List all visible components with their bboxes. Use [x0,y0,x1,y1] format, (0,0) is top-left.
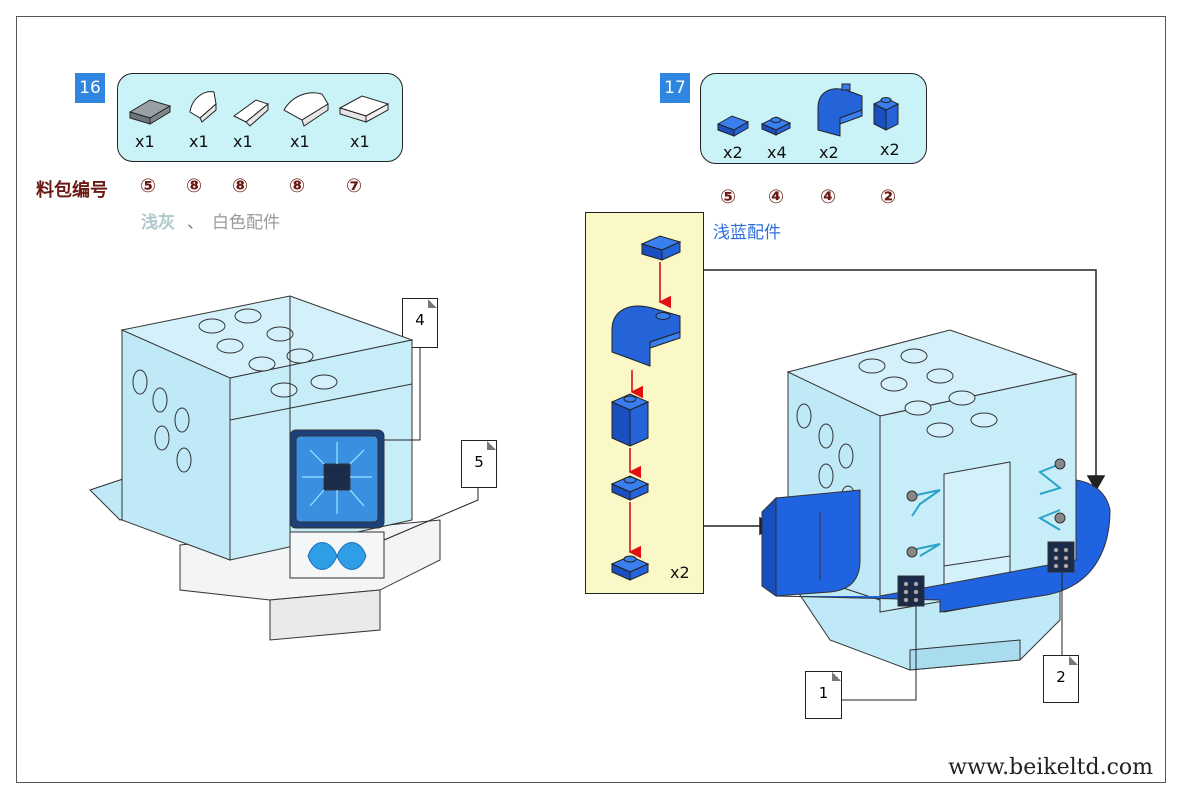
part-icon-blue-curved-brick [817,83,863,137]
part-icon-blue-brick-1x1 [872,97,900,131]
step-17-part-4-pack: ② [880,186,897,208]
callout-5: 5 [461,440,497,488]
step-16-part-3-qty: x1 [233,132,253,151]
step-16-part-4-qty: x1 [290,132,310,151]
part-icon-white-curved-slope [283,92,329,127]
step-17-part-2-qty: x4 [767,143,787,162]
callout-2: 2 [1043,655,1079,703]
part-icon-white-wedge [233,99,270,127]
page-frame [16,16,1166,783]
step-16-color-note-grey: 浅灰 [141,213,175,233]
step-17-robot-model [761,329,1111,701]
part-icon-grey-tile [128,99,172,125]
step-16-part-1-pack: ⑤ [140,175,157,197]
step-16-part-5-pack: ⑦ [346,175,363,197]
part-icon-white-curved-slope-small [189,91,217,123]
step-16-robot-model [89,295,479,641]
step-16-color-note-white: 白色配件 [212,213,280,233]
step-17-part-4-qty: x2 [880,140,900,159]
website-url: www.beikeltd.com [948,755,1153,780]
step-17-part-3-qty: x2 [819,143,839,162]
step-17-part-2-pack: ④ [768,186,785,208]
sub-assembly-illustration [610,235,682,581]
step-17-part-1-pack: ⑤ [720,186,737,208]
step-16-part-5-qty: x1 [350,132,370,151]
callout-1: 1 [805,671,842,719]
part-icon-blue-round-plate [760,116,792,136]
part-icon-blue-plate-1x2 [716,115,750,137]
step-16-number: 16 [75,73,105,103]
sub-assembly-qty: x2 [670,563,690,582]
step-17-part-1-qty: x2 [723,143,743,162]
step-16-part-4-pack: ⑧ [289,175,306,197]
step-16-part-3-pack: ⑧ [232,175,249,197]
step-16-part-1-qty: x1 [135,132,155,151]
step-16-part-2-pack: ⑧ [186,175,203,197]
step-17-number: 17 [660,73,690,103]
part-icon-white-tile [338,95,390,123]
step-17-color-note: 浅蓝配件 [713,223,781,243]
step-17-part-3-pack: ④ [820,186,837,208]
step-16-color-note-sep: 、 [187,213,204,233]
pack-number-label: 料包编号 [36,180,108,201]
step-16-part-2-qty: x1 [189,132,209,151]
